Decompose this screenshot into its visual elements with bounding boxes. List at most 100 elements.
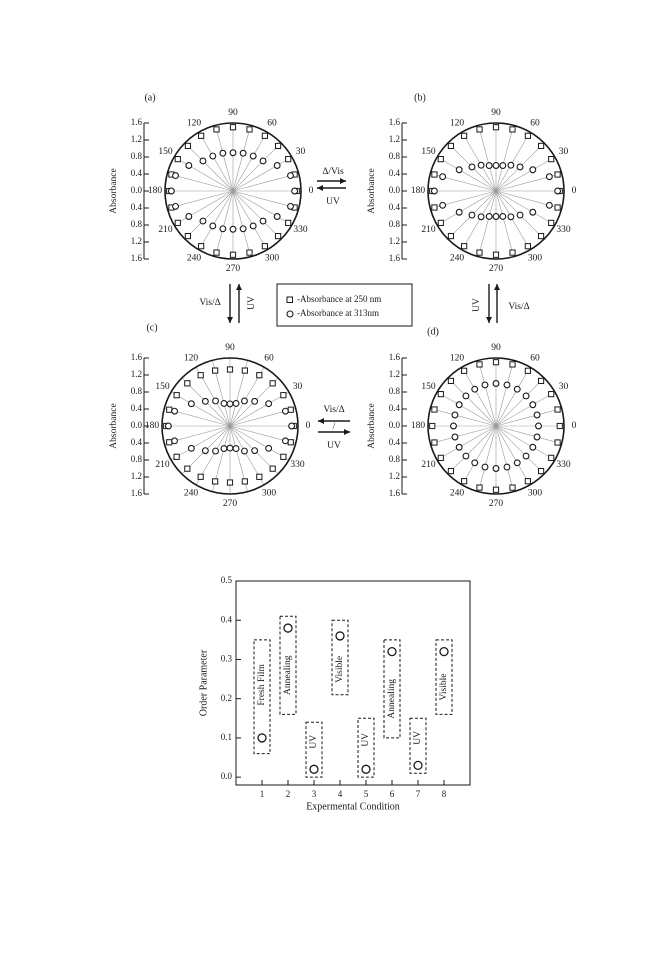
panel-a-spoke xyxy=(232,131,268,192)
order-point xyxy=(309,764,319,774)
panel-c-square-marker xyxy=(256,372,263,379)
panel-b-square-marker xyxy=(447,232,455,240)
y-axis-tick-label: 0.2 xyxy=(221,693,232,703)
panel-a-circle-marker xyxy=(219,225,227,233)
panel-a-circle-marker xyxy=(219,149,227,157)
panel-d-outer-ring xyxy=(427,357,565,495)
panel-d-radial-axis-title: Absorbance xyxy=(367,403,377,448)
panel-c-square-marker xyxy=(226,479,234,486)
panel-d-square-marker xyxy=(554,439,561,446)
panel-d-angle-label: 210 xyxy=(421,460,436,470)
panel-d-square-marker xyxy=(429,422,436,430)
panel-b-angle-label: 180 xyxy=(411,186,426,196)
panel-d-circle-marker xyxy=(471,385,479,393)
panel-a-angle-label: 270 xyxy=(226,264,241,274)
panel-a-square-marker xyxy=(246,249,253,256)
panel-a-angle-label: 30 xyxy=(296,147,306,157)
panel-b-radial-tick-label: 1.6 xyxy=(389,253,401,263)
panel-d-square-marker xyxy=(437,454,444,461)
x-axis-tick-label: 2 xyxy=(286,789,291,799)
panel-c-angle-label: 150 xyxy=(155,382,170,392)
panel-d-square-marker xyxy=(461,367,468,374)
panel-b-radial-tick-label: 0.4 xyxy=(389,202,401,212)
panel-c-circle-marker xyxy=(241,397,248,405)
panel-d-spoke xyxy=(495,360,514,427)
arrow-ab-bottom-label: UV xyxy=(326,197,340,207)
panel-b-angle-label: 60 xyxy=(530,119,540,129)
panel-b-circle-marker xyxy=(507,161,515,169)
panel-a-square-marker xyxy=(174,156,181,163)
panel-d-radial-tick-label: 0.0 xyxy=(389,420,401,430)
panel-d-spoke xyxy=(436,391,497,427)
panel-a-square-marker xyxy=(274,232,282,240)
panel-b-spoke xyxy=(495,190,556,226)
panel-c-square-marker xyxy=(241,367,248,374)
panel-d-circle-marker xyxy=(533,411,541,419)
panel-d-circle-marker xyxy=(513,385,521,393)
x-axis-title: Expermental Condition xyxy=(306,801,400,812)
panel-a-square-marker xyxy=(184,232,192,240)
panel-a-square-marker xyxy=(229,251,237,258)
panel-b-circle-marker xyxy=(477,161,485,169)
panel-d-circle-marker xyxy=(503,463,511,471)
panel-b-circle-marker xyxy=(545,201,553,209)
arrow-cd-top-label: Vis/Δ xyxy=(323,405,344,415)
panel-b-square-marker xyxy=(461,243,468,250)
panel-a-spoke xyxy=(232,142,282,192)
panel-b-circle-marker xyxy=(468,211,476,219)
y-axis-title: Order Parameter xyxy=(198,649,209,716)
panel-c-circle-marker xyxy=(212,447,220,455)
panel-b-square-marker xyxy=(431,171,438,178)
panel-c-angle-label: 300 xyxy=(262,489,277,499)
panel-b-circle-marker xyxy=(516,211,524,219)
condition-box xyxy=(435,639,453,715)
panel-d-circle-marker xyxy=(451,411,459,419)
panel-d-spoke xyxy=(495,425,514,492)
panel-a-circle-marker xyxy=(259,217,267,225)
panel-c-square-marker xyxy=(212,367,219,374)
panel-c-square-marker xyxy=(166,406,173,413)
panel-d-spoke xyxy=(495,391,556,427)
panel-d-square-marker xyxy=(537,467,545,475)
panel-a-spoke xyxy=(198,131,234,192)
panel-b-square-marker xyxy=(509,126,516,133)
panel-b-square-marker xyxy=(537,232,545,240)
panel-b-circle-marker xyxy=(455,166,463,174)
panel-d-circle-marker xyxy=(503,381,511,389)
panel-c-circle-marker xyxy=(288,422,296,430)
panel-d-radial-tick-label: 1.2 xyxy=(389,369,400,379)
panel-b-angle-label: 210 xyxy=(421,225,436,235)
panel-d-square-marker xyxy=(524,367,531,374)
legend-circle-marker xyxy=(286,310,294,318)
arrow-bd-left-label: UV xyxy=(472,298,482,312)
panel-c-radial-tick-label: 0.8 xyxy=(131,386,143,396)
panel-d-square-marker xyxy=(492,486,500,493)
panel-b-label: (b) xyxy=(414,92,426,103)
panel-a-spoke xyxy=(215,190,234,257)
order-point xyxy=(439,646,449,657)
condition-box xyxy=(331,619,349,696)
panel-c-circle-marker xyxy=(164,422,172,430)
panel-c-square-marker xyxy=(173,453,180,460)
panel-d-circle-marker xyxy=(513,459,521,467)
panel-b-circle-marker xyxy=(529,208,537,216)
condition-box xyxy=(357,717,375,778)
condition-box xyxy=(383,639,401,739)
panel-a-circle-marker xyxy=(273,213,281,220)
panel-a-spoke xyxy=(173,190,234,226)
panel-a-radial-tick-label: 1.6 xyxy=(131,117,143,127)
panel-b-angle-label: 30 xyxy=(559,147,569,157)
panel-b-angle-label: 90 xyxy=(491,108,501,118)
panel-b-square-marker xyxy=(437,219,444,226)
panel-b-circle-marker xyxy=(485,162,493,169)
panel-b-spoke xyxy=(495,156,556,192)
panel-a-circle-marker xyxy=(229,149,237,157)
panel-d-angle-label: 30 xyxy=(559,382,569,392)
order-point xyxy=(413,760,423,771)
arrow-d-to-b-head xyxy=(494,284,500,290)
panel-b-spoke xyxy=(495,190,531,251)
panel-d-circle-marker xyxy=(481,381,489,389)
order-plot-frame xyxy=(235,580,471,786)
x-axis-tick-label: 6 xyxy=(390,789,395,799)
